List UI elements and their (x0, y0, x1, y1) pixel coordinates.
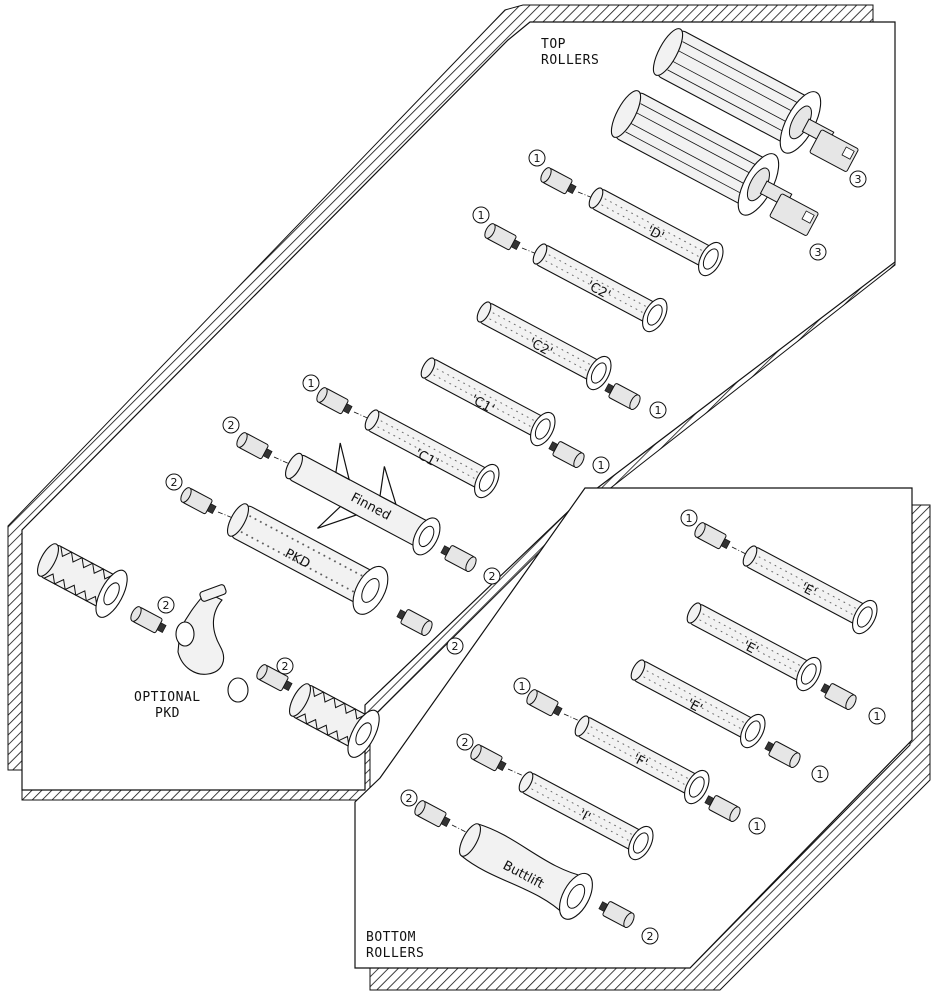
callout-2-pkd-right: 2 (446, 637, 464, 655)
bottom-rollers-label-line2: ROLLERS (366, 946, 424, 961)
roller-d: 'D' (538, 165, 729, 281)
optional-pkd-label-line1: OPTIONAL (134, 690, 201, 705)
roller-e-middle: 'E' (680, 594, 827, 696)
callout-2-finned: 2 (222, 416, 240, 434)
callout-1-f: 1 (513, 677, 531, 695)
top-drive-block-2 (769, 193, 819, 236)
svg-text:1: 1 (874, 710, 881, 723)
svg-text:3: 3 (855, 173, 862, 186)
roller-finned: Finned (234, 430, 441, 556)
svg-text:2: 2 (647, 930, 654, 943)
callout-3-a: 3 (849, 170, 867, 188)
roller-e-upper-label: 'E' (798, 580, 819, 600)
roller-e-lower: 'E' (624, 651, 771, 753)
svg-text:1: 1 (478, 209, 485, 222)
roller-pkd: PKD (178, 485, 389, 615)
callout-2-optional-a: 2 (157, 596, 175, 614)
callout-2-pkd: 2 (165, 473, 183, 491)
svg-text:2: 2 (228, 419, 235, 432)
callout-1-c1-right: 1 (592, 456, 610, 474)
svg-text:2: 2 (171, 476, 178, 489)
callout-2-buttlift: 2 (400, 789, 418, 807)
svg-text:1: 1 (817, 768, 824, 781)
top-drive-block-1 (809, 129, 859, 172)
callout-1-e-lower-right: 1 (811, 765, 829, 783)
roller-e-middle-label: 'E' (740, 638, 761, 658)
roller-d-label: 'D' (644, 223, 666, 244)
roller-f-label: 'F' (630, 751, 650, 771)
callout-1-f-right: 1 (748, 817, 766, 835)
roller-i: 'I' (468, 742, 659, 865)
callout-1-e: 1 (680, 509, 698, 527)
callout-2-finned-right: 2 (483, 567, 501, 585)
roller-buttlift: Buttlift (412, 798, 593, 920)
roller-e-lower-label: 'E' (684, 696, 705, 716)
svg-text:1: 1 (519, 680, 526, 693)
callout-1-e-middle-right: 1 (868, 707, 886, 725)
svg-text:3: 3 (815, 246, 822, 259)
svg-text:1: 1 (598, 459, 605, 472)
callout-1-c2: 1 (472, 206, 490, 224)
callout-3-b: 3 (809, 243, 827, 261)
callouts: 3 3 1 1 1 1 1 2 2 2 2 2 2 1 1 1 1 1 2 2 … (157, 149, 886, 945)
svg-text:2: 2 (406, 792, 413, 805)
svg-text:2: 2 (462, 736, 469, 749)
svg-text:1: 1 (655, 404, 662, 417)
bottom-rollers-label-line1: BOTTOM (366, 930, 416, 945)
optional-pkd-assembly: OPTIONAL PKD (36, 543, 380, 758)
svg-text:2: 2 (282, 660, 289, 673)
svg-text:2: 2 (452, 640, 459, 653)
top-rollers-label-line2: ROLLERS (541, 53, 599, 68)
optional-pkd-label-line2: PKD (155, 706, 180, 721)
callout-2-i: 2 (456, 733, 474, 751)
callout-2-buttlift-right: 2 (641, 927, 659, 945)
top-panel: TOP ROLLERS (7, 4, 896, 801)
callout-1-c2-right: 1 (649, 401, 667, 419)
top-rollers-label-line1: TOP (541, 37, 566, 52)
callout-1-d: 1 (528, 149, 546, 167)
roller-f: 'F' (524, 687, 715, 809)
svg-text:1: 1 (534, 152, 541, 165)
svg-text:2: 2 (163, 599, 170, 612)
svg-text:1: 1 (686, 512, 693, 525)
top-fluted-roller-upper (652, 28, 835, 154)
pkd-gearbox (175, 584, 249, 703)
callout-1-c1: 1 (302, 374, 320, 392)
callout-2-optional-b: 2 (276, 657, 294, 675)
roller-e-upper: 'E' (692, 520, 883, 639)
svg-text:2: 2 (489, 570, 496, 583)
svg-text:1: 1 (754, 820, 761, 833)
svg-text:1: 1 (308, 377, 315, 390)
